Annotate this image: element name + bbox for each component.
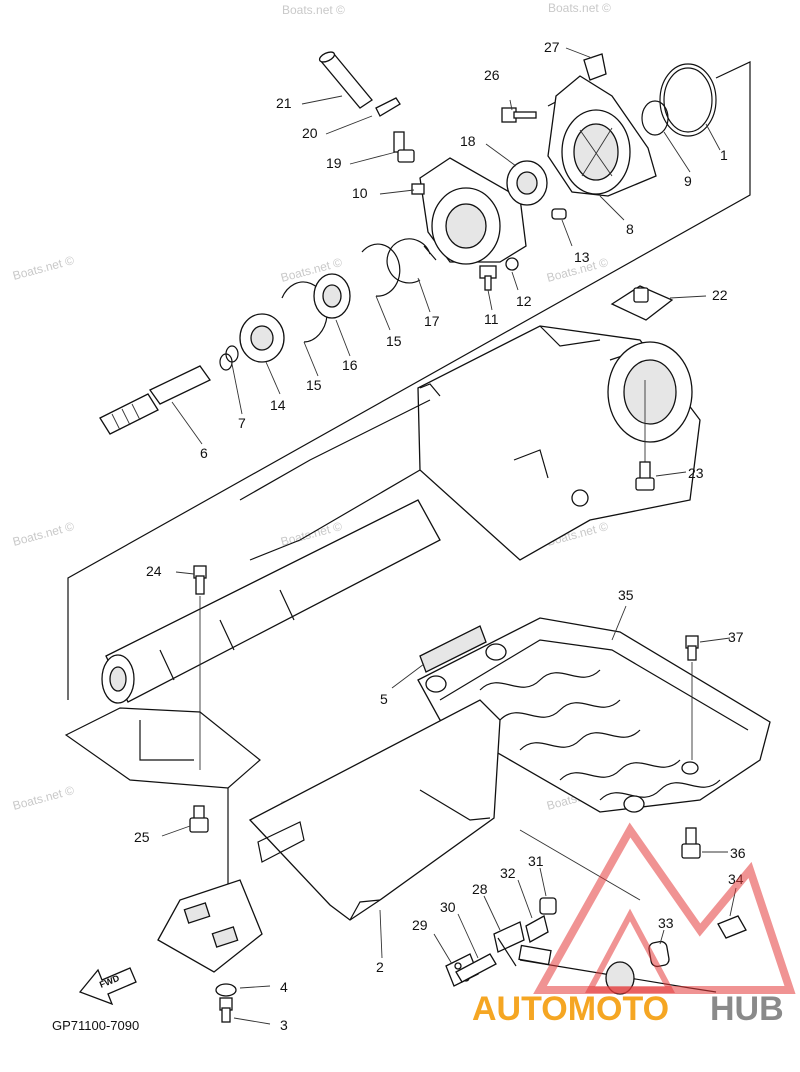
shaft-part xyxy=(99,365,211,435)
callout-label: 23 xyxy=(688,465,704,481)
callout-label: 11 xyxy=(484,311,499,327)
upper-parts xyxy=(99,51,717,435)
base-block-part xyxy=(157,879,263,973)
bolt-part xyxy=(219,997,233,1023)
bolt-part xyxy=(681,827,701,859)
bolt-part xyxy=(685,635,699,661)
logo-text-automoto: AUTOMOTO xyxy=(472,990,669,1028)
link-rod-part xyxy=(497,937,517,967)
cable-end-part xyxy=(518,944,552,966)
callout-label: 7 xyxy=(238,415,246,431)
screw-part xyxy=(454,962,462,970)
callout-label: 9 xyxy=(684,173,692,189)
circlip-part xyxy=(386,238,437,284)
lower-small-parts xyxy=(445,897,747,995)
automotohub-logo: AUTOMOTO HUB xyxy=(472,822,796,1028)
clip-part xyxy=(525,915,549,943)
callout-label: 19 xyxy=(326,155,342,171)
callout-label: 18 xyxy=(460,133,476,149)
callout-labels: 1 2 3 4 5 6 7 8 9 10 11 12 13 14 15 15 1… xyxy=(134,39,746,1033)
bearing-part xyxy=(239,313,285,363)
callout-label: 13 xyxy=(574,249,590,265)
plate-part xyxy=(610,285,674,321)
bolt-part xyxy=(193,565,207,595)
leader-lines xyxy=(161,47,737,1025)
fwd-arrow-icon: FWD xyxy=(78,967,137,1006)
callout-label: 10 xyxy=(352,185,368,201)
callout-label: 36 xyxy=(730,845,746,861)
callout-label: 15 xyxy=(306,377,322,393)
snap-ring-part xyxy=(361,243,401,297)
bolt-part xyxy=(635,461,655,491)
callout-label: 12 xyxy=(516,293,532,309)
callout-label: 6 xyxy=(200,445,208,461)
watermark: Boats.net © xyxy=(548,1,611,15)
callout-label: 17 xyxy=(424,313,440,329)
logo-text-hub: HUB xyxy=(710,990,784,1028)
callout-label: 25 xyxy=(134,829,150,845)
o-ring-part xyxy=(219,353,233,371)
callout-label: 27 xyxy=(544,39,560,55)
washer-part xyxy=(505,257,519,271)
callout-label: 8 xyxy=(626,221,634,237)
main-housing-part xyxy=(239,325,701,561)
large-ring-part xyxy=(659,63,717,137)
callout-label: 3 xyxy=(280,1017,288,1033)
callout-label: 31 xyxy=(528,853,544,869)
callout-label: 28 xyxy=(472,881,488,897)
bolt-part xyxy=(479,265,497,291)
callout-label: 4 xyxy=(280,979,288,995)
drive-shaft-tube-part xyxy=(101,499,441,704)
cover-part xyxy=(547,75,657,197)
callout-label: 29 xyxy=(412,917,428,933)
hose-part xyxy=(318,51,373,109)
bearing-part xyxy=(313,273,351,319)
watermark: Boats.net © xyxy=(11,253,76,283)
diagram-code: GP71100-7090 xyxy=(52,1018,139,1033)
pad-part xyxy=(419,625,487,673)
watermark: Boats.net © xyxy=(11,519,76,549)
callout-label: 35 xyxy=(618,587,634,603)
callout-label: 14 xyxy=(270,397,286,413)
clip-part xyxy=(717,915,747,939)
ride-plate-part xyxy=(417,617,771,813)
callout-label: 33 xyxy=(658,915,674,931)
callout-label: 26 xyxy=(484,67,500,83)
callout-label: 30 xyxy=(440,899,456,915)
watermark: Boats.net © xyxy=(282,3,345,17)
duct-part xyxy=(248,699,501,921)
bracket-part xyxy=(583,53,607,81)
bolt-part xyxy=(189,805,209,833)
callout-label: 37 xyxy=(728,629,744,645)
watermark: Boats.net © xyxy=(11,783,76,813)
callout-label: 2 xyxy=(376,959,384,975)
callout-label: 21 xyxy=(276,95,292,111)
callout-label: 1 xyxy=(720,147,728,163)
bolt-part xyxy=(501,107,537,123)
callout-label: 32 xyxy=(500,865,516,881)
pump-housing-part xyxy=(411,157,527,265)
bar-part xyxy=(455,953,497,983)
bolt-part xyxy=(393,131,415,163)
bearing-part xyxy=(506,160,548,206)
callout-label: 5 xyxy=(380,691,388,707)
nut-part xyxy=(539,897,557,915)
callout-label: 20 xyxy=(302,125,318,141)
callout-label: 16 xyxy=(342,357,358,373)
pin-part xyxy=(551,208,567,220)
clip-part xyxy=(375,97,401,117)
callout-label: 15 xyxy=(386,333,402,349)
washer-part xyxy=(215,983,237,997)
callout-label: 24 xyxy=(146,563,162,579)
callout-label: 22 xyxy=(712,287,728,303)
